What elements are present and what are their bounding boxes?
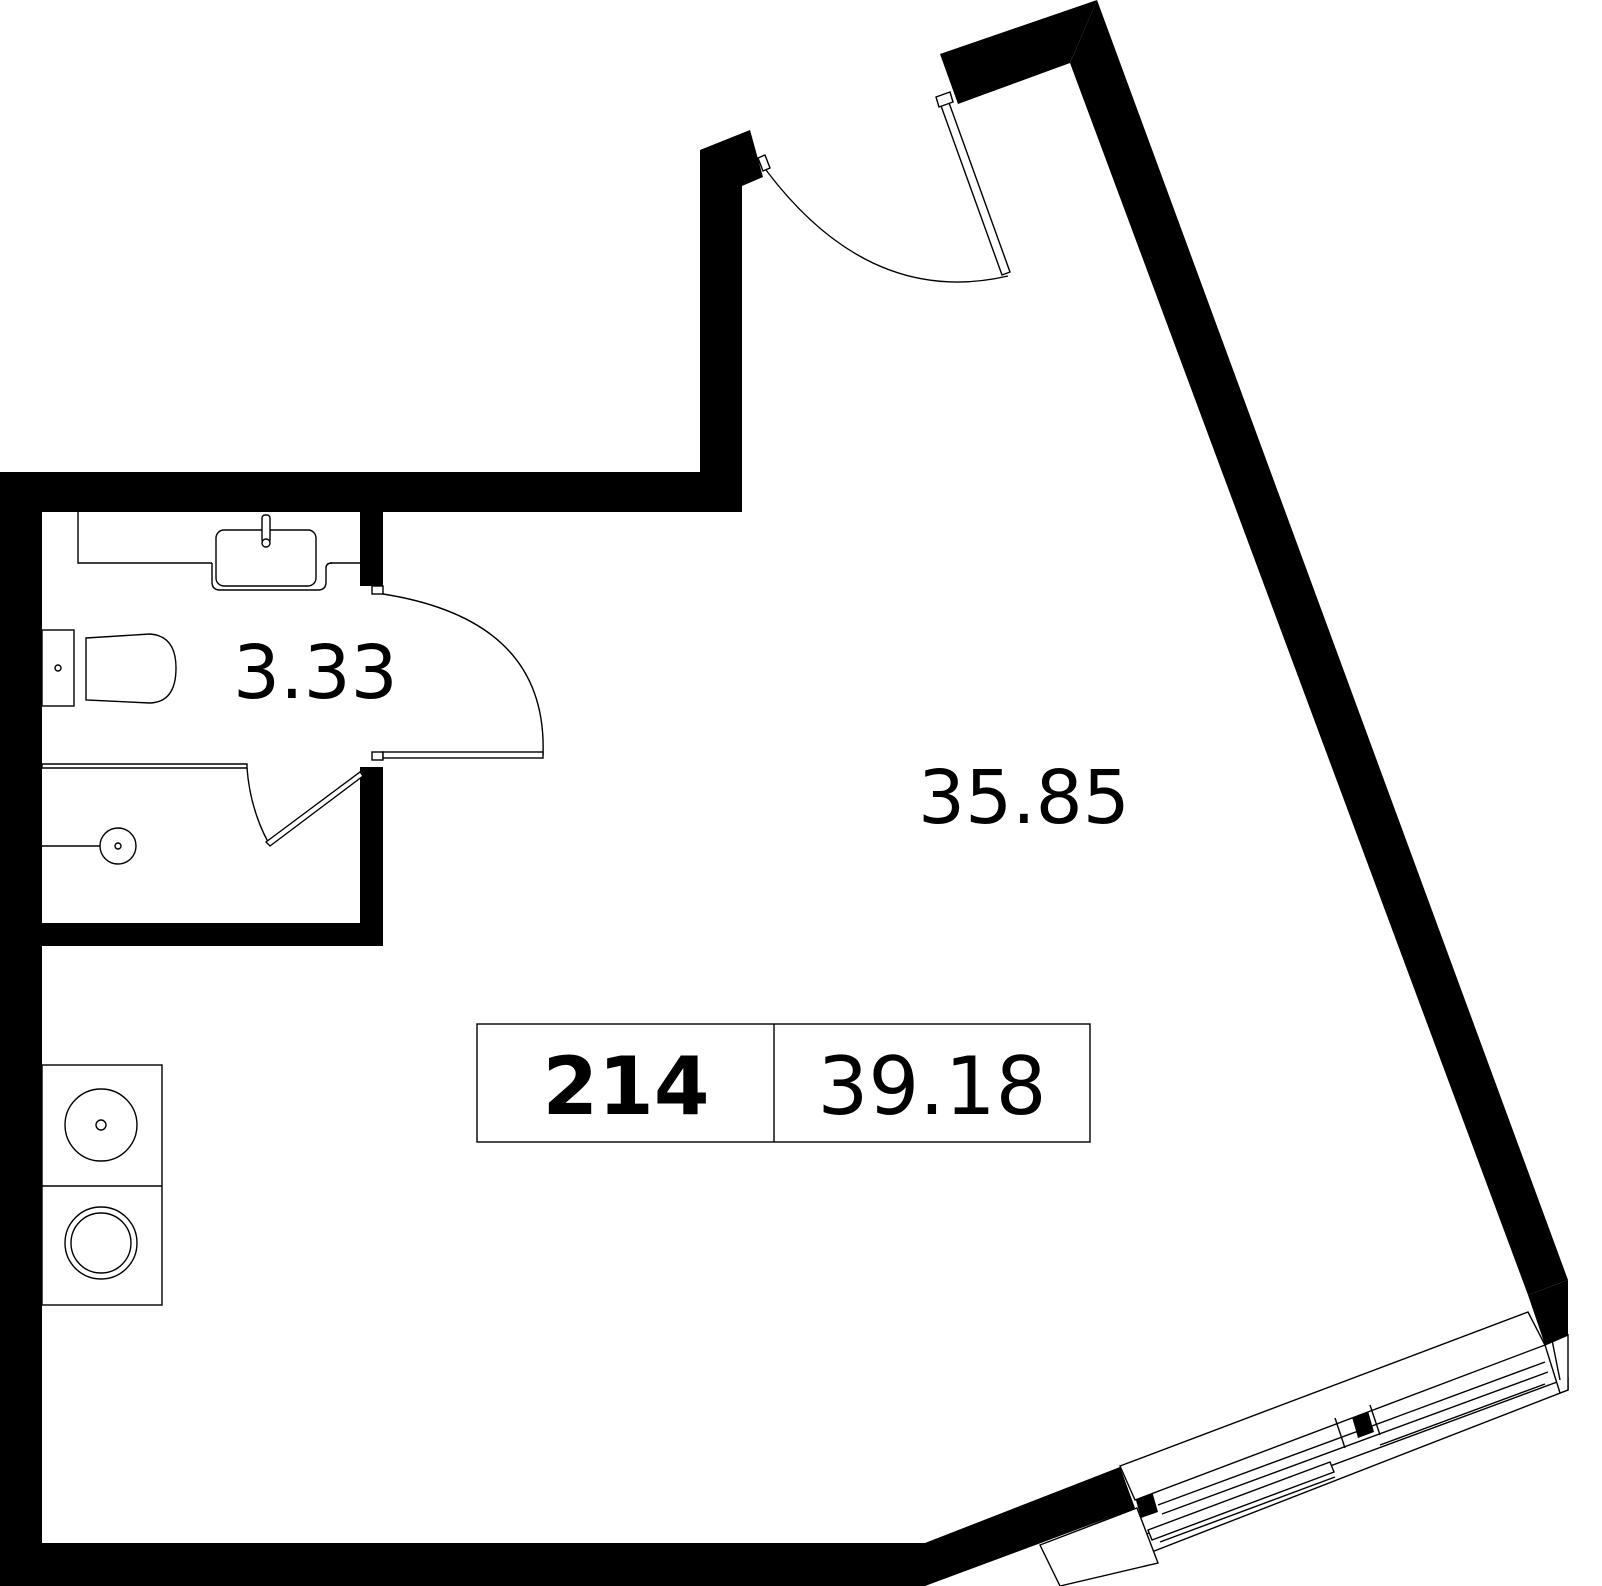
vanity-counter	[77, 512, 360, 564]
apartment-total-area: 39.18	[817, 1040, 1046, 1133]
toilet-tank	[41, 629, 75, 707]
wall-right-corner	[1528, 1280, 1568, 1345]
stove-burner-inner	[70, 1212, 132, 1274]
wall-top-right	[940, 0, 1097, 104]
wall-bottom	[0, 1543, 925, 1586]
wall-notch-vertical	[700, 150, 742, 512]
wall-bathroom-lower	[360, 767, 383, 946]
window-unit	[1039, 1311, 1569, 1586]
kitchen-sink-drain	[95, 1119, 107, 1131]
window-line-1	[1159, 1476, 1336, 1543]
shower-partition	[41, 763, 248, 769]
bathroom-door	[371, 585, 544, 761]
window-mullion-1	[1334, 1417, 1346, 1449]
wall-left-outer	[0, 472, 42, 1586]
shower-drain-center	[114, 842, 122, 850]
entrance-door-leaf	[939, 99, 1011, 276]
apartment-number: 214	[543, 1040, 710, 1133]
sink-drain	[261, 538, 271, 548]
wall-notch-cap	[700, 130, 763, 200]
shower-door-leaf	[264, 771, 364, 847]
wall-bathroom-bottom	[42, 923, 383, 946]
shower-door-swing	[246, 767, 269, 843]
entrance-door-hinge	[935, 91, 954, 108]
window-frame-left	[1039, 1507, 1159, 1586]
bathroom-door-swing	[382, 593, 544, 756]
entrance-door	[757, 91, 1011, 283]
wall-right-diagonal	[1070, 0, 1568, 1295]
entrance-door-jamb	[757, 154, 771, 172]
entrance-door-swing	[765, 169, 1009, 283]
apartment-badge: 214 39.18	[476, 1023, 1091, 1143]
kitchen	[41, 1064, 163, 1306]
walls	[0, 0, 1568, 1586]
window-glass-2	[1161, 1371, 1549, 1515]
bathroom-door-jamb-top	[371, 585, 384, 595]
window-sash	[1147, 1461, 1335, 1541]
wall-top-left	[0, 472, 742, 512]
window-mullion-2	[1369, 1404, 1381, 1436]
sink-counter-edge	[211, 562, 333, 591]
wall-bathroom-upper	[360, 512, 383, 586]
bathroom-fixtures	[41, 512, 364, 865]
bathroom-door-leaf	[382, 751, 544, 759]
toilet-bowl	[85, 633, 177, 704]
apartment-badge-frame	[476, 1023, 1091, 1143]
room-labels: 3.33 35.85	[233, 630, 1130, 841]
main-room-area-label: 35.85	[918, 755, 1130, 841]
window-line-2	[1379, 1383, 1546, 1446]
toilet-button	[54, 664, 62, 672]
window-mullion-3	[1551, 1339, 1561, 1381]
window-glass-1	[1157, 1361, 1546, 1506]
wall-bottom-diagonal	[925, 1467, 1135, 1586]
bathroom-door-jamb-bottom	[371, 751, 384, 761]
bathroom-area-label: 3.33	[233, 630, 398, 716]
